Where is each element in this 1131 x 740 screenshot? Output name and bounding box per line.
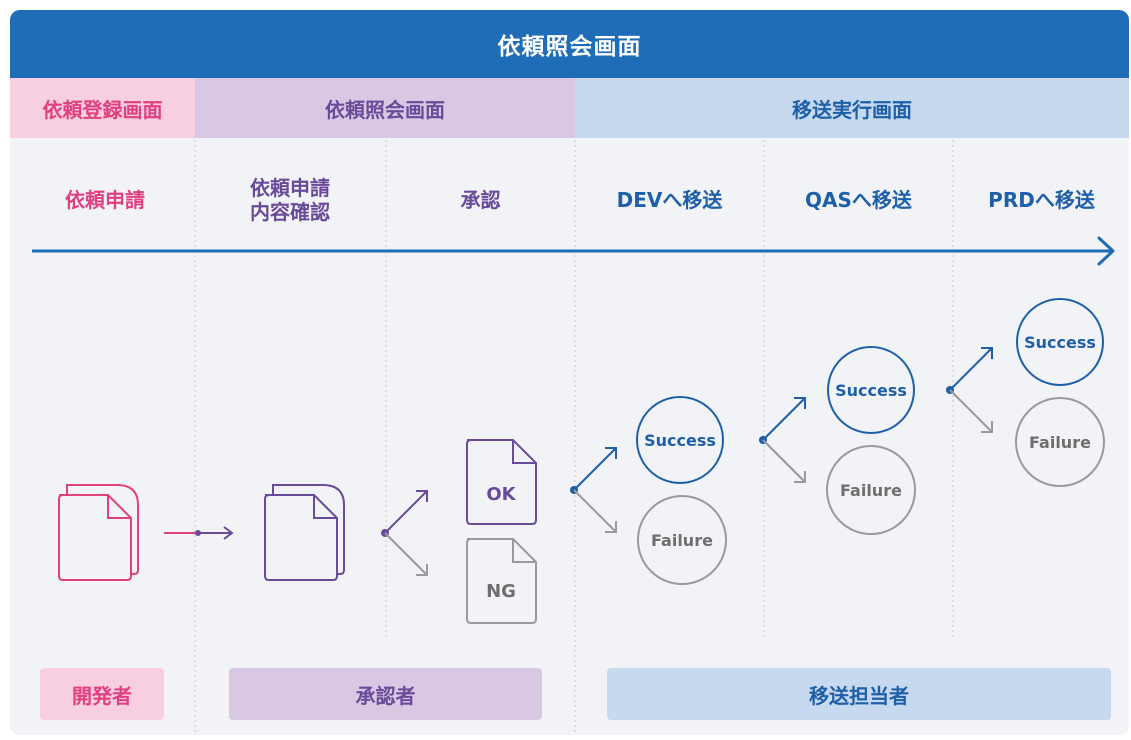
- dev-branch-icon: [570, 447, 617, 533]
- handoff-arrow-icon: [164, 526, 234, 540]
- role-migration-owner: 移送担当者: [607, 668, 1111, 720]
- step-qas-migrate: QASへ移送: [805, 188, 912, 212]
- role-approver: 承認者: [229, 668, 542, 720]
- step-approve: 承認: [460, 188, 501, 212]
- qas-success-circle: Success: [827, 346, 915, 434]
- ok-label: OK: [486, 484, 516, 505]
- prd-branch-icon: [946, 347, 993, 433]
- step-confirm: 依頼申請 内容確認: [200, 160, 380, 240]
- ok-document-icon: OK: [466, 439, 537, 525]
- step-confirm-line1: 依頼申請: [250, 176, 330, 200]
- timeline-arrow: [32, 236, 1115, 266]
- dev-failure-circle: Failure: [637, 495, 727, 585]
- page-title: 依頼照会画面: [10, 10, 1129, 78]
- dev-success-label: Success: [644, 431, 716, 450]
- prd-failure-label: Failure: [1029, 433, 1091, 452]
- section-registration-screen: 依頼登録画面: [10, 78, 195, 138]
- step-prd-migrate: PRDへ移送: [988, 188, 1095, 212]
- prd-success-circle: Success: [1016, 298, 1104, 386]
- approval-branch-icon: [381, 490, 428, 576]
- ng-label: NG: [486, 581, 516, 602]
- ng-document-icon: NG: [466, 538, 537, 624]
- section-migration-screen: 移送実行画面: [575, 78, 1129, 138]
- section-inquiry-screen: 依頼照会画面: [195, 78, 575, 138]
- role-developer: 開発者: [40, 668, 164, 720]
- step-request: 依頼申請: [65, 188, 145, 212]
- dev-success-circle: Success: [636, 396, 724, 484]
- request-document-icon: [58, 484, 139, 581]
- qas-branch-icon: [759, 397, 806, 483]
- step-dev-migrate: DEVへ移送: [616, 188, 723, 212]
- qas-failure-label: Failure: [840, 481, 902, 500]
- dev-failure-label: Failure: [651, 531, 713, 550]
- qas-success-label: Success: [835, 381, 907, 400]
- prd-success-label: Success: [1024, 333, 1096, 352]
- prd-failure-circle: Failure: [1015, 397, 1105, 487]
- step-confirm-line2: 内容確認: [250, 200, 330, 224]
- qas-failure-circle: Failure: [826, 445, 916, 535]
- review-document-icon: [264, 484, 345, 581]
